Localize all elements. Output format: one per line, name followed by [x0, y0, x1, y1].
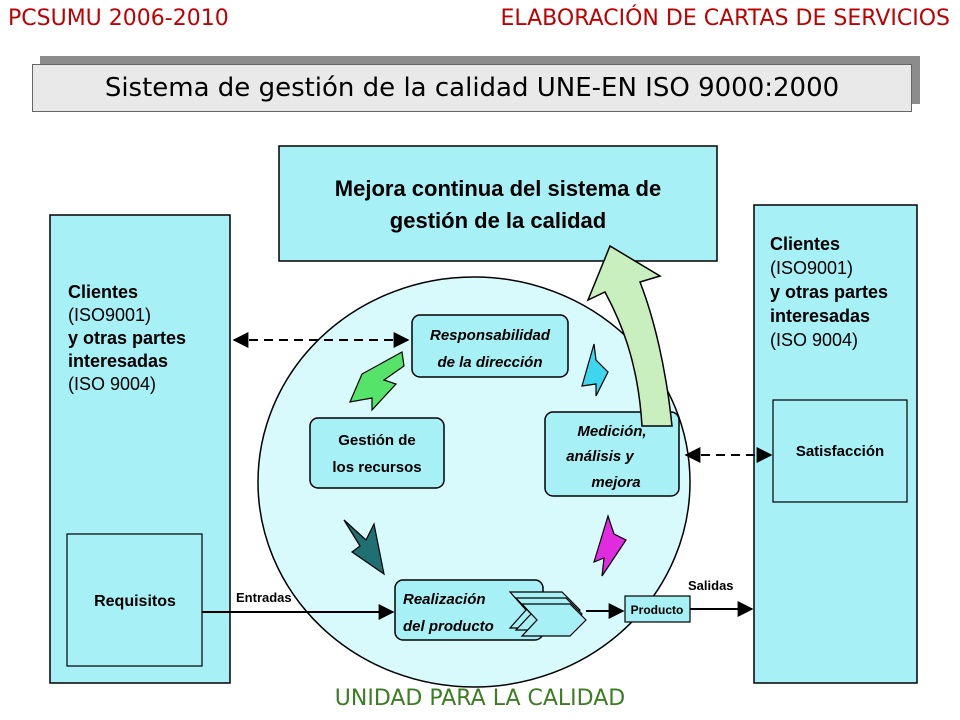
right-clients-l4: interesadas — [770, 306, 870, 326]
green-cycle-arrow-icon — [349, 351, 405, 412]
right-clients-l2: (ISO9001) — [770, 258, 853, 278]
gestion-box — [309, 417, 445, 489]
requisitos-label: Requisitos — [94, 593, 176, 610]
teal-cycle-arrow-icon — [343, 519, 385, 576]
cyan-cycle-arrow-icon — [581, 343, 609, 397]
gestion-l1: Gestión de — [338, 432, 416, 449]
header-left: PCSUMU 2006-2010 — [8, 6, 229, 31]
producto-box — [624, 595, 691, 623]
right-clients-l5: (ISO 9004) — [770, 330, 858, 350]
medicion-l3: mejora — [591, 474, 640, 491]
right-clients-l1: Clientes — [770, 234, 840, 254]
process-chevrons-icon — [508, 591, 587, 637]
left-clients-l3: y otras partes — [68, 328, 186, 348]
left-clients-l2: (ISO9001) — [68, 305, 151, 325]
left-clients-l4: interesadas — [68, 351, 168, 371]
medicion-l2: análisis y — [566, 448, 634, 465]
footer-label: UNIDAD PARA LA CALIDAD — [334, 686, 626, 711]
responsabilidad-box — [411, 314, 569, 378]
improvement-arrow-icon — [586, 244, 673, 427]
magenta-cycle-arrow-icon — [593, 514, 627, 577]
realizacion-l2: del producto — [403, 618, 494, 635]
responsabilidad-l1: Responsabilidad — [430, 327, 551, 344]
responsabilidad-l2: de la dirección — [437, 354, 542, 371]
gestion-l2: los recursos — [332, 459, 421, 476]
left-clients-l1: Clientes — [68, 282, 138, 302]
top-box-line2: gestión de la calidad — [390, 208, 606, 233]
salidas-label: Salidas — [688, 578, 734, 593]
satisfaccion-label: Satisfacción — [796, 443, 884, 460]
title-box: Sistema de gestión de la calidad UNE-EN … — [32, 64, 912, 112]
satisfaccion-box — [772, 399, 908, 503]
medicion-l1: Medición, — [577, 423, 646, 440]
producto-label: Producto — [631, 603, 684, 617]
header-right: ELABORACIÓN DE CARTAS DE SERVICIOS — [500, 6, 950, 31]
medicion-box — [544, 411, 680, 497]
top-box-line1: Mejora continua del sistema de — [335, 176, 661, 201]
requisitos-box — [66, 533, 203, 667]
entradas-label: Entradas — [236, 590, 292, 605]
right-clients-l3: y otras partes — [770, 282, 888, 302]
page-title: Sistema de gestión de la calidad UNE-EN … — [104, 73, 840, 103]
realizacion-l1: Realización — [403, 591, 486, 608]
top-improvement-box — [278, 145, 718, 262]
left-clients-l5: (ISO 9004) — [68, 374, 156, 394]
